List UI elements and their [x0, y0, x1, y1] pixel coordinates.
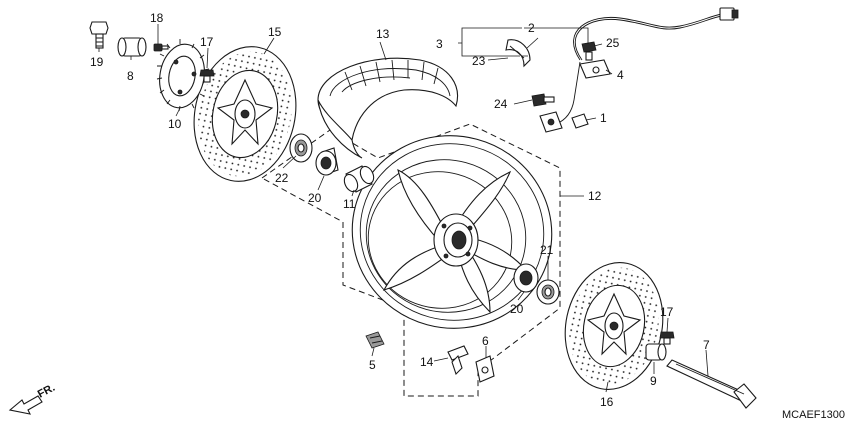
callout-11: 11	[343, 197, 356, 211]
direction-label: FR.	[36, 382, 57, 401]
bracket-6	[475, 355, 495, 383]
pulser-ring	[156, 39, 210, 112]
callout-5: 5	[369, 358, 376, 372]
bolt-19	[89, 21, 109, 49]
bolt-14	[447, 345, 469, 376]
screw-17-upper	[199, 69, 215, 83]
callout-14: 14	[420, 355, 434, 369]
tire	[317, 57, 458, 159]
callout-4: 4	[617, 68, 624, 82]
callout-15: 15	[268, 25, 282, 39]
speed-sensor	[539, 7, 739, 133]
collar-8	[117, 37, 147, 57]
callout-17-lower: 17	[660, 305, 674, 319]
callout-19: 19	[90, 55, 104, 69]
diagram-code: MCAEF1300	[782, 409, 845, 421]
leader-lines	[98, 24, 709, 393]
callout-7: 7	[703, 338, 710, 352]
clip-5	[365, 331, 385, 349]
callout-8: 8	[127, 69, 134, 83]
axle-7	[666, 359, 757, 409]
callout-17-upper: 17	[200, 35, 214, 49]
callout-21: 21	[540, 243, 554, 257]
bolt-24	[531, 93, 555, 107]
callout-6: 6	[482, 334, 489, 348]
callout-10: 10	[168, 117, 182, 131]
front-direction-arrow-icon	[8, 395, 43, 415]
callout-2: 2	[528, 21, 535, 35]
bearing-20-upper	[315, 147, 339, 176]
collar-9	[645, 343, 667, 361]
bracket-2-3	[458, 27, 589, 57]
callout-18: 18	[150, 11, 164, 25]
distance-collar-11	[343, 165, 375, 193]
screw-18	[153, 43, 169, 52]
callout-numbers: 1 2 3 4 5 6 7 8 9 10 11 12 13 14 15 16 1…	[90, 11, 710, 409]
callout-16: 16	[600, 395, 614, 409]
sensor-clamp-23	[505, 39, 531, 68]
bearing-22	[289, 133, 313, 163]
callout-23: 23	[472, 54, 486, 68]
callout-20-upper: 20	[308, 191, 322, 205]
brake-disc-left	[193, 46, 297, 182]
callout-12: 12	[588, 189, 602, 203]
wheel-rim	[351, 135, 553, 329]
callout-22: 22	[275, 171, 289, 185]
callout-24: 24	[494, 97, 508, 111]
callout-9: 9	[650, 374, 657, 388]
callout-1: 1	[600, 111, 607, 125]
sensor-bracket-4	[579, 59, 611, 79]
callout-25: 25	[606, 36, 620, 50]
dust-seal-21	[536, 279, 560, 305]
callout-20-lower: 20	[510, 302, 524, 316]
bearing-20-lower	[513, 263, 539, 293]
callout-3: 3	[436, 37, 443, 51]
brake-disc-right	[564, 262, 664, 390]
bolt-25	[581, 41, 597, 61]
callout-13: 13	[376, 27, 390, 41]
wheel-assembly-outline	[261, 123, 561, 397]
screw-17-lower	[659, 331, 675, 345]
